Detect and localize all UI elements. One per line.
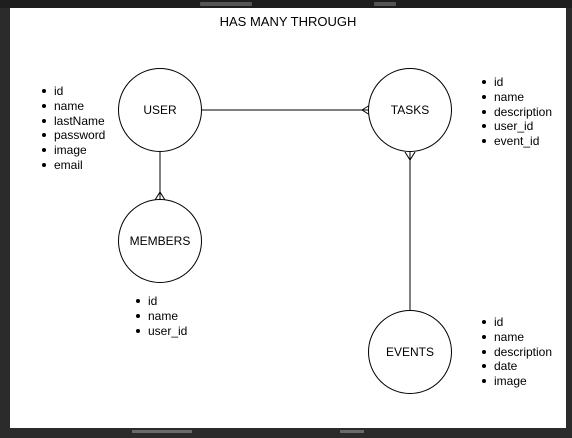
tasks-bottom-crowfoot-marker [404, 151, 416, 161]
bottom-strip-mark [340, 430, 364, 433]
tasks-attribute-list: id name description user_id event_id [481, 75, 553, 149]
attribute-item: name [481, 330, 552, 345]
attribute-item: image [481, 374, 552, 389]
members-attribute-list: id name user_id [135, 294, 188, 338]
attribute-item: password [41, 128, 106, 143]
attribute-item: name [41, 99, 105, 114]
tasks-entity[interactable]: TASKS [368, 68, 452, 152]
tasks-entity-label: TASKS [390, 103, 430, 117]
top-strip-mark [200, 2, 252, 6]
bottom-strip-mark [132, 430, 192, 433]
user-attribute-list: id name lastName password image email [41, 84, 106, 173]
attribute-item: event_id [481, 134, 552, 149]
attribute-item: description [481, 104, 553, 119]
diagram-canvas: HAS MANY THROUGH USER TASKS MEMBERS EVEN… [10, 8, 566, 428]
attribute-item: user_id [481, 119, 552, 134]
attribute-item: user_id [135, 323, 188, 338]
attribute-item: name [481, 90, 552, 105]
attribute-item: description [481, 344, 553, 359]
events-attribute-list: id name description date image [481, 315, 553, 389]
attribute-item: id [481, 315, 552, 330]
attribute-item: date [481, 359, 552, 374]
attribute-item: image [41, 143, 105, 158]
members-entity-label: MEMBERS [129, 234, 191, 248]
top-strip-mark [374, 2, 396, 6]
attribute-item: id [41, 84, 105, 99]
attribute-item: id [135, 294, 187, 309]
events-entity-label: EVENTS [385, 345, 434, 359]
user-entity[interactable]: USER [118, 68, 202, 152]
attribute-item: name [135, 309, 187, 324]
window-top-strip [0, 0, 572, 8]
members-entity[interactable]: MEMBERS [118, 199, 202, 283]
user-entity-label: USER [143, 103, 177, 117]
members-crowfoot-marker [154, 191, 166, 201]
attribute-item: email [41, 158, 105, 173]
events-entity[interactable]: EVENTS [368, 310, 452, 394]
attribute-item: lastName [41, 113, 105, 128]
diagram-title: HAS MANY THROUGH [219, 14, 357, 29]
attribute-item: id [481, 75, 552, 90]
